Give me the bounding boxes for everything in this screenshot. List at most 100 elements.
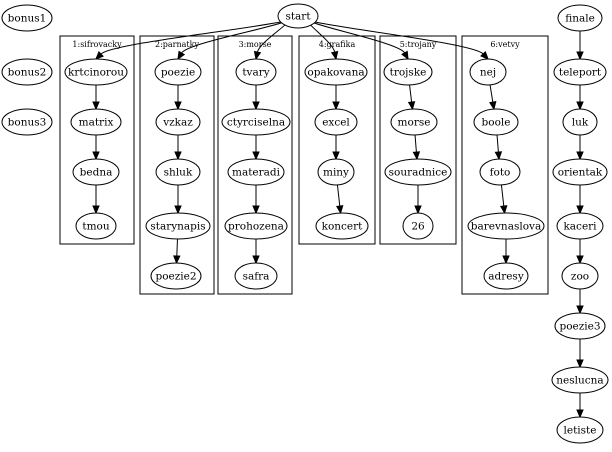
arrow-head (92, 101, 100, 111)
edge-souradnice-n26 (414, 185, 422, 215)
node-zoo: zoo (561, 262, 599, 290)
arrow-head (330, 50, 339, 61)
node-ellipse (554, 312, 606, 340)
cluster-c4: 4:grafika (298, 35, 376, 245)
node-ellipse (155, 108, 201, 136)
edge-zoo-poezie3 (576, 289, 584, 315)
edge-boole-foto (494, 134, 503, 161)
edge-kaceri-zoo (576, 239, 584, 265)
edge-luk-orientak (576, 135, 584, 161)
node-miny: miny (317, 158, 355, 186)
node-ellipse (479, 158, 521, 186)
node-ellipse (383, 58, 433, 86)
node-ellipse (154, 58, 202, 86)
node-ctyrciselna: ctyrciselna (221, 108, 291, 136)
arrow-head (499, 205, 508, 215)
node-ellipse (390, 108, 438, 136)
node-ellipse (221, 108, 291, 136)
node-label: neslucna (556, 375, 603, 387)
edge-line (414, 134, 417, 153)
node-ellipse (1, 58, 53, 86)
node-ellipse (235, 58, 277, 86)
node-shluk: shluk (155, 158, 201, 186)
node-starynapis: starynapis (145, 212, 211, 240)
node-prohozena: prohozena (224, 212, 288, 240)
node-ellipse (551, 366, 609, 394)
node-label: krtcinorou (68, 67, 124, 79)
node-label: poezie2 (155, 271, 196, 283)
node-opakovana: opakovana (304, 58, 368, 86)
node-label: tvary (242, 67, 269, 79)
node-ellipse (1, 108, 53, 136)
node-vzkaz: vzkaz (155, 108, 201, 136)
arrow-head (502, 255, 510, 265)
node-label: bonus3 (8, 117, 47, 129)
node-foto: foto (479, 158, 521, 186)
node-ellipse (557, 4, 603, 32)
node-label: excel (322, 117, 350, 129)
node-kaceri: kaceri (556, 212, 604, 240)
node-finale: finale (557, 4, 603, 32)
node-label: kaceri (563, 221, 597, 233)
node-poezie3: poezie3 (554, 312, 606, 340)
node-ellipse (234, 262, 278, 290)
arrow-head (252, 205, 260, 215)
arrow-head (576, 205, 584, 215)
node-teleport: teleport (553, 58, 607, 86)
node-label: bedna (80, 167, 113, 179)
cluster-box (298, 35, 376, 245)
node-label: 26 (411, 221, 425, 233)
arrow-head (253, 50, 262, 61)
arrow-head (576, 409, 584, 419)
edge-trojske-morse (407, 84, 416, 111)
node-label: start (285, 11, 311, 23)
arrow-head (95, 51, 104, 60)
arrow-head (174, 101, 182, 111)
cluster-label: 1:sifrovacky (72, 40, 122, 49)
node-label: miny (323, 167, 349, 179)
edge-bedna-tmou (92, 185, 100, 215)
edge-matrix-bedna (92, 135, 100, 161)
edge-neslucna-letiste (576, 393, 584, 419)
edge-krtcinorou-matrix (92, 85, 100, 111)
node-label: boole (482, 117, 511, 129)
node-orientak: orientak (552, 158, 608, 186)
node-bonus1: bonus1 (1, 4, 53, 32)
node-label: safra (243, 271, 270, 283)
node-letiste: letiste (556, 416, 604, 444)
node-ellipse (304, 58, 368, 86)
node-koncert: koncert (315, 212, 369, 240)
node-trojske: trojske (383, 58, 433, 86)
arrow-head (174, 205, 182, 215)
node-morse: morse (390, 108, 438, 136)
arrow-head (576, 151, 584, 161)
edge-prohozena-safra (252, 239, 260, 265)
cluster-box (217, 35, 293, 295)
node-poezie: poezie (154, 58, 202, 86)
arrow-head (576, 51, 584, 61)
node-label: koncert (322, 221, 364, 233)
node-ellipse (314, 108, 358, 136)
edge-line (496, 134, 499, 153)
edge-layer (92, 19, 584, 419)
node-ellipse (552, 158, 608, 186)
node-label: matrix (79, 117, 114, 129)
arrow-head (489, 101, 497, 111)
node-ellipse (402, 212, 434, 240)
arrow-head (401, 50, 409, 61)
edge-teleport-luk (576, 85, 584, 111)
node-ellipse (483, 262, 529, 290)
node-ellipse (561, 262, 599, 290)
node-label: poezie (161, 67, 195, 79)
node-ellipse (473, 108, 519, 136)
node-matrix: matrix (70, 108, 122, 136)
node-poezie2: poezie2 (150, 262, 202, 290)
node-label: vzkaz (162, 117, 193, 129)
node-ellipse (70, 108, 122, 136)
cluster-label: 3:morse (239, 40, 272, 49)
cluster-box (59, 35, 135, 245)
node-label: luk (572, 117, 589, 129)
arrow-head (332, 151, 340, 161)
edge-line (100, 19, 291, 55)
edge-line (336, 184, 341, 207)
